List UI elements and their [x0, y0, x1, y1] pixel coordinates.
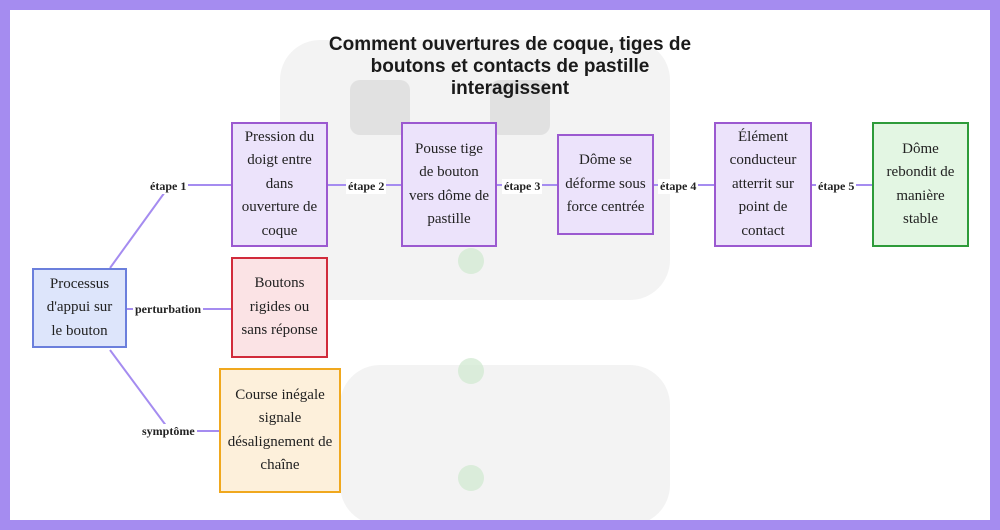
node-step4-label: Élément conducteur atterrit sur point de… — [729, 128, 797, 239]
node-step3-dome-deforms: Dôme se déforme sous force centrée — [557, 134, 654, 235]
edge-step1 — [109, 184, 231, 269]
edge-symptome — [109, 349, 219, 432]
node-start-label: Processus d'appui sur le bouton — [46, 275, 113, 339]
node-step1-finger-press: Pression du doigt entre dans ouverture d… — [231, 122, 328, 247]
edge-label-step4: étape 4 — [658, 179, 699, 194]
background-lock-icon-2 — [490, 80, 550, 135]
node-step1-label: Pression du doigt entre dans ouverture d… — [241, 128, 318, 239]
edge-label-perturbation: perturbation — [133, 302, 203, 317]
node-symptom-label: Course inégale signale désalignement de … — [227, 386, 333, 474]
edge-label-step2: étape 2 — [346, 179, 387, 194]
background-lock-icon-1 — [350, 80, 410, 135]
node-step3-label: Dôme se déforme sous force centrée — [565, 152, 646, 216]
diagram-title: Comment ouvertures de coque, tiges de bo… — [328, 34, 692, 99]
node-step2-label: Pousse tige de bouton vers dôme de pasti… — [409, 140, 489, 228]
edge-layer — [109, 184, 872, 432]
edge-label-symptome: symptôme — [140, 424, 197, 439]
node-step2-push-stem: Pousse tige de bouton vers dôme de pasti… — [401, 122, 497, 247]
edge-label-step3: étape 3 — [502, 179, 543, 194]
node-step4-conductor-lands: Élément conducteur atterrit sur point de… — [714, 122, 812, 247]
edge-label-step5: étape 5 — [816, 179, 857, 194]
node-symptom-uneven-travel: Course inégale signale désalignement de … — [219, 368, 341, 493]
diagram-canvas: Comment ouvertures de coque, tiges de bo… — [10, 10, 990, 520]
node-step5-dome-rebounds: Dôme rebondit de manière stable — [872, 122, 969, 247]
node-start-button-press-process: Processus d'appui sur le bouton — [32, 268, 127, 348]
node-fault-stiff-buttons: Boutons rigides ou sans réponse — [231, 257, 328, 358]
background-check-icon-1 — [458, 248, 484, 274]
node-step5-label: Dôme rebondit de manière stable — [886, 140, 955, 228]
background-check-icon-2 — [458, 358, 484, 384]
background-device-bottom — [340, 365, 670, 520]
node-fault-label: Boutons rigides ou sans réponse — [241, 275, 318, 339]
edge-label-step1: étape 1 — [148, 179, 189, 194]
background-check-icon-3 — [458, 465, 484, 491]
